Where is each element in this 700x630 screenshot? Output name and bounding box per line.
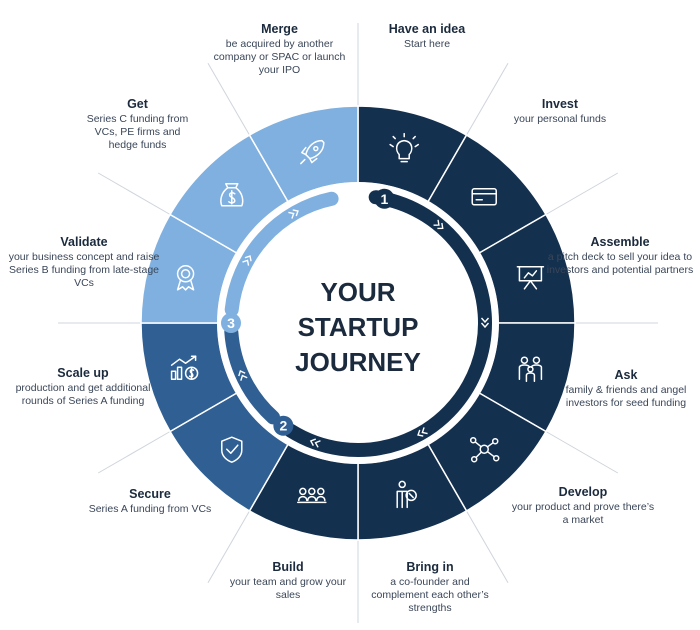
spoke-line bbox=[207, 62, 251, 138]
spoke-line bbox=[207, 508, 251, 584]
step-title: Invest bbox=[541, 97, 579, 111]
stage-badge bbox=[273, 415, 294, 436]
award-ribbon-icon bbox=[176, 265, 195, 291]
step-description: Start here bbox=[403, 38, 451, 50]
step-description: be acquired by another company or SPAC o… bbox=[213, 38, 346, 76]
step-description: your business concept and raise Series B… bbox=[8, 251, 160, 289]
step-description: a pitch deck to sell your idea to invest… bbox=[546, 251, 694, 276]
ring-chevron bbox=[309, 438, 321, 448]
step-label: Assemble a pitch deck to sell your idea t… bbox=[540, 235, 700, 277]
stage-number: 1 bbox=[381, 191, 389, 207]
step-label: Merge be acquired by another company or S… bbox=[212, 22, 347, 77]
center-title-line: JOURNEY bbox=[295, 347, 421, 377]
stage-badge bbox=[374, 188, 395, 209]
ring-stage-2 bbox=[224, 324, 281, 425]
step-description: a co-founder and complement each other’s… bbox=[371, 576, 489, 614]
step-description: Series C funding from VCs, PE firms and … bbox=[86, 113, 189, 151]
step-label: Scale up production and get additional ro… bbox=[8, 366, 158, 408]
family-icon bbox=[518, 356, 543, 382]
ring-chevron bbox=[238, 370, 248, 381]
center-title-line: YOUR bbox=[320, 277, 395, 307]
step-description: Series A funding from VCs bbox=[88, 503, 212, 515]
step-label: Invest your personal funds bbox=[490, 97, 630, 126]
spoke-line bbox=[543, 430, 619, 474]
step-title: Develop bbox=[558, 485, 608, 499]
step-label: Ask family & friends and angel investors … bbox=[556, 368, 696, 410]
stage-number: 2 bbox=[279, 418, 287, 434]
ring-chevron bbox=[417, 427, 428, 437]
step-title: Have an idea bbox=[388, 22, 466, 36]
step-title: Bring in bbox=[406, 560, 454, 574]
spoke-line bbox=[543, 172, 619, 216]
ring-chevron bbox=[433, 219, 444, 230]
credit-card-icon bbox=[471, 188, 497, 206]
growth-chart-icon bbox=[170, 355, 199, 380]
step-label: Build your team and grow your sales bbox=[228, 560, 348, 602]
step-description: your product and prove there’s a market bbox=[511, 501, 655, 526]
step-description: production and get additional rounds of … bbox=[15, 382, 151, 407]
step-title: Merge bbox=[261, 22, 298, 36]
step-label: Validate your business concept and raise … bbox=[4, 235, 164, 290]
stage-number: 3 bbox=[227, 315, 235, 331]
money-bag-icon bbox=[220, 183, 244, 207]
ring-chevron bbox=[480, 317, 490, 329]
inner-progress-ring: 1 2 3 bbox=[217, 182, 499, 464]
shield-check-icon bbox=[221, 436, 243, 463]
step-title: Get bbox=[127, 97, 148, 111]
step-label: Develop your product and prove there’s a … bbox=[508, 485, 658, 527]
stage-badge bbox=[221, 313, 241, 333]
cofounder-icon bbox=[396, 480, 417, 509]
step-title: Scale up bbox=[57, 366, 109, 380]
center-title: YOUR STARTUP JOURNEY bbox=[295, 277, 421, 377]
ring-chevron bbox=[288, 209, 299, 219]
step-title: Secure bbox=[129, 487, 171, 501]
spoke-line bbox=[97, 172, 173, 216]
step-label: Bring in a co-founder and complement each… bbox=[365, 560, 495, 615]
presentation-board-icon bbox=[516, 266, 545, 290]
spoke-line bbox=[97, 430, 173, 474]
network-nodes-icon bbox=[469, 436, 500, 463]
step-description: your personal funds bbox=[513, 113, 607, 125]
lightbulb-icon bbox=[389, 132, 419, 163]
spoke-line bbox=[465, 62, 509, 138]
center-title-line: STARTUP bbox=[298, 312, 419, 342]
rocket-icon bbox=[300, 139, 325, 165]
segment-icons bbox=[170, 132, 545, 509]
ring-stage-3 bbox=[224, 191, 339, 317]
step-title: Validate bbox=[60, 235, 108, 249]
step-description: your team and grow your sales bbox=[229, 576, 347, 601]
step-title: Ask bbox=[614, 368, 638, 382]
spoke-line bbox=[465, 508, 509, 584]
step-title: Assemble bbox=[590, 235, 650, 249]
team-icon bbox=[297, 487, 327, 504]
step-description: family & friends and angel investors for… bbox=[565, 384, 687, 409]
ring-chevron bbox=[242, 255, 252, 266]
inner-white-disc bbox=[217, 182, 499, 464]
step-title: Build bbox=[272, 560, 304, 574]
spoke-lines bbox=[58, 23, 658, 623]
